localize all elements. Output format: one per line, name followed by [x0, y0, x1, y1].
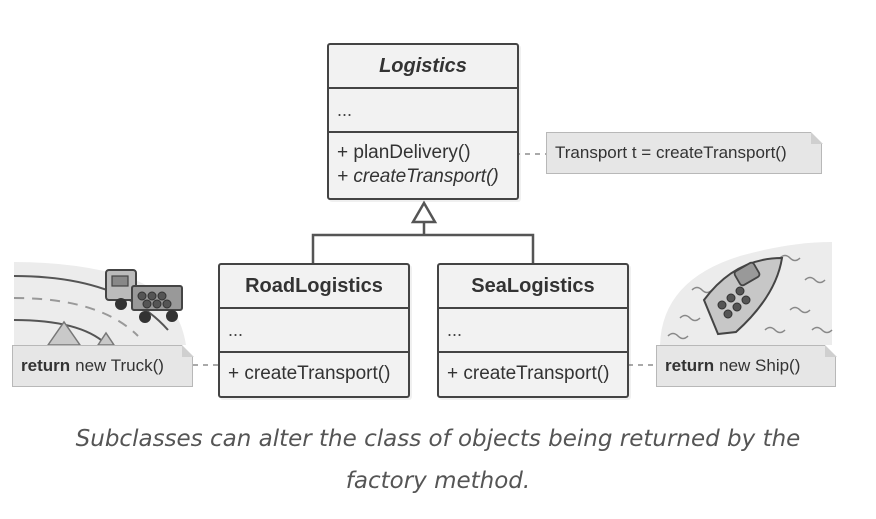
- note-fold-icon: [824, 344, 837, 357]
- logistics-note-text: Transport t = createTransport(): [555, 143, 787, 162]
- inheritance-arrow-icon: [410, 200, 438, 224]
- sea-note-text: new Ship(): [719, 356, 801, 375]
- ship-icon: [702, 256, 784, 336]
- ship-sea-illustration: [660, 242, 833, 345]
- note-fold-icon: [181, 344, 194, 357]
- sea-note-keyword: return: [665, 356, 715, 375]
- caption-line-1: Subclasses can alter the class of object…: [75, 426, 801, 452]
- sea-logistics-class: SeaLogistics ... + createTransport(): [437, 263, 629, 398]
- truck-road-illustration: [13, 262, 186, 346]
- sea-logistics-operations: + createTransport(): [439, 353, 627, 395]
- road-create-transport-method: + createTransport(): [228, 363, 391, 384]
- logistics-fields: ...: [329, 89, 517, 133]
- logistics-operations: + planDelivery() + createTransport(): [329, 133, 517, 197]
- road-logistics-class: RoadLogistics ... + createTransport(): [218, 263, 410, 398]
- note-links: [193, 153, 656, 366]
- sea-logistics-class-name: SeaLogistics: [439, 265, 627, 309]
- caption-line-2: factory method.: [345, 468, 531, 494]
- figure-caption: Subclasses can alter the class of object…: [0, 418, 876, 502]
- logistics-note: Transport t = createTransport(): [546, 131, 823, 174]
- road-note-text: new Truck(): [75, 356, 164, 375]
- sea-create-transport-method: + createTransport(): [447, 363, 610, 384]
- logistics-class-name: Logistics: [329, 45, 517, 89]
- plan-delivery-method: + planDelivery(): [337, 142, 471, 163]
- road-note: return new Truck(): [12, 344, 194, 387]
- road-logistics-class-name: RoadLogistics: [220, 265, 408, 309]
- create-transport-method: + createTransport(): [337, 166, 499, 187]
- truck-icon: [105, 269, 183, 323]
- sea-logistics-fields: ...: [439, 309, 627, 353]
- road-logistics-fields: ...: [220, 309, 408, 353]
- sea-note: return new Ship(): [656, 344, 837, 387]
- road-note-keyword: return: [21, 356, 71, 375]
- logistics-class: Logistics ... + planDelivery() + createT…: [327, 43, 519, 200]
- note-fold-icon: [810, 131, 823, 144]
- inheritance-lines: [311, 222, 535, 263]
- road-logistics-operations: + createTransport(): [220, 353, 408, 395]
